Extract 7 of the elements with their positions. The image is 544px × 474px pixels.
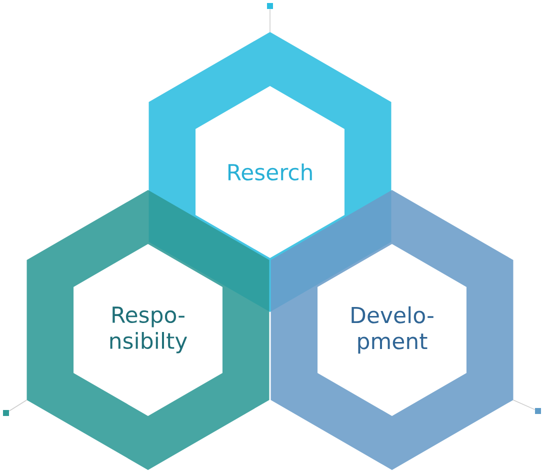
connector-line bbox=[512, 400, 536, 410]
connector-line bbox=[8, 400, 28, 412]
hexagon-ring: Respo- nsibilty bbox=[26, 190, 270, 470]
end-marker bbox=[3, 410, 9, 416]
end-marker bbox=[535, 408, 541, 414]
hexagon-ring: Develo- pment bbox=[270, 190, 514, 470]
end-marker bbox=[267, 3, 273, 9]
